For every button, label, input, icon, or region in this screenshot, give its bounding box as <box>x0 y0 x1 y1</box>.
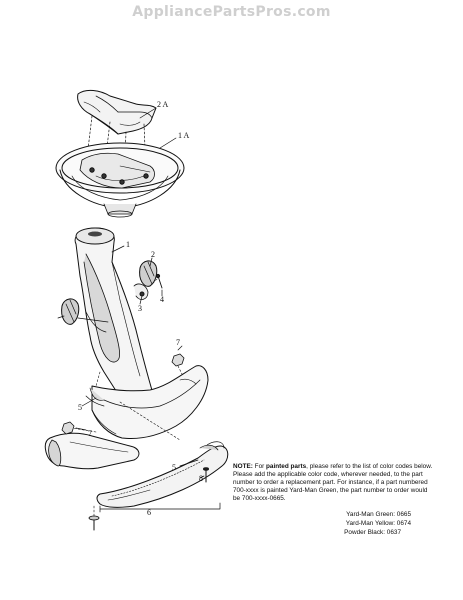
color-code-item: Yard-Man Yellow: 0674 <box>345 520 411 527</box>
callout-2a: 2 A <box>157 100 169 109</box>
callout-5-upper: 5 <box>78 403 82 412</box>
leaders-middle <box>111 245 163 305</box>
callout-1: 1 <box>126 240 130 249</box>
callout-8: 8 <box>199 474 203 483</box>
callout-4: 4 <box>160 295 164 304</box>
callout-2: 2 <box>151 250 155 259</box>
painted-parts-note: NOTE: For painted parts, please refer to… <box>233 463 433 503</box>
callout-6: 6 <box>147 508 151 517</box>
note-emphasis: painted parts <box>266 463 307 470</box>
part-2a-deflector <box>77 89 157 135</box>
part-1a-chute-bowl <box>55 142 185 218</box>
part-2-knob-right <box>133 260 158 300</box>
leaders-bottom <box>81 397 221 513</box>
alignment-lines-base <box>71 371 181 441</box>
leaders-top <box>139 107 177 149</box>
part-7-nut-lower <box>61 421 87 435</box>
callout-7-lower: 7 <box>88 429 92 438</box>
color-code-list: Yard-Man Green: 0665 Yard-Man Yellow: 06… <box>233 510 433 537</box>
callout-1a: 1 A <box>178 131 190 140</box>
part-lower-left-arm <box>44 432 140 470</box>
note-text-after: , please refer to the list of color code… <box>233 463 433 502</box>
callout-3: 3 <box>138 304 142 313</box>
watermark: AppliancePartsPros.com <box>132 4 331 20</box>
callout-5-lower: 5 <box>172 463 176 472</box>
note-label: NOTE: <box>233 463 253 470</box>
part-bolt-lower <box>88 505 100 531</box>
part-1-chute-housing <box>74 227 157 419</box>
callout-labels: 2 A 1 A 1 2 3 4 7 5 7 5 8 6 <box>78 100 203 517</box>
callout-7-upper: 7 <box>176 338 180 347</box>
part-8-bolt <box>203 467 209 483</box>
part-knob-left <box>57 298 80 325</box>
part-4-screw <box>149 273 163 289</box>
part-7-nut-upper <box>171 345 185 379</box>
color-code-item: Powder Black: 0637 <box>344 529 401 536</box>
note-text-before: For <box>252 463 267 470</box>
color-code-item: Yard-Man Green: 0665 <box>346 511 411 518</box>
part-5-base-frame <box>85 365 209 439</box>
